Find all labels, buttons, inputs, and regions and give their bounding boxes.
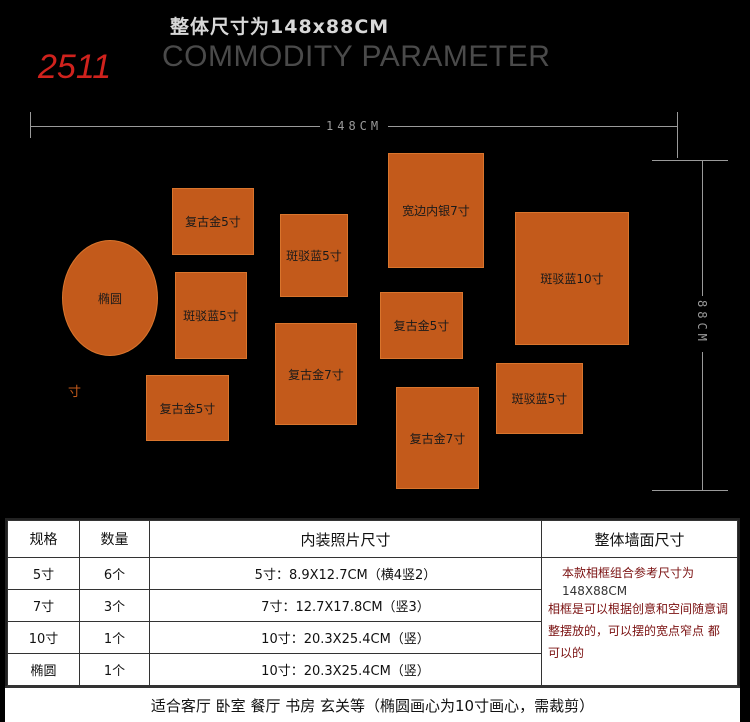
row-quantity: 3个 [79, 589, 150, 622]
height-dimension-text: 88CM [695, 300, 709, 345]
row-quantity: 6个 [79, 557, 150, 590]
height-dimension-label: 88CM [690, 296, 714, 352]
header-wall-size: 整体墙面尺寸 [541, 520, 738, 558]
frame-vintage-gold-5-b: 复古金5寸 [380, 292, 463, 359]
frame-vintage-gold-5-c: 复古金5寸 [146, 375, 229, 441]
width-dimension-tick-right [677, 112, 678, 158]
row-size: 椭圆 [7, 653, 80, 686]
height-dimension-tick-top [652, 160, 728, 161]
commodity-parameter-heading: COMMODITY PARAMETER [162, 40, 551, 73]
frame-vintage-gold-5-a: 复古金5寸 [172, 188, 254, 255]
table-row: 椭圆 1个 10寸：20.3X25.4CM（竖） [7, 653, 738, 686]
row-photo-size: 5寸：8.9X12.7CM（横4竖2） [149, 557, 542, 590]
frame-mottled-blue-10: 斑驳蓝10寸 [515, 212, 629, 345]
width-dimension-tick-left [30, 112, 31, 138]
wall-size-note: 本款相框组合参考尺寸为 148X88CM 相框是可以根据创意和空间随意调整摆放的… [541, 557, 738, 686]
frame-vintage-gold-7-a: 复古金7寸 [275, 323, 357, 425]
row-photo-size: 10寸：20.3X25.4CM（竖） [149, 621, 542, 654]
frame-mottled-blue-5-b: 斑驳蓝5寸 [175, 272, 247, 359]
note-line-2: 148X88CM [562, 584, 628, 598]
frame-mottled-blue-5-c: 斑驳蓝5寸 [496, 363, 583, 434]
model-number: 2511 [38, 48, 112, 86]
row-size: 5寸 [7, 557, 80, 590]
frame-wide-silver-7: 宽边内银7寸 [388, 153, 484, 268]
header-photo-size: 内装照片尺寸 [149, 520, 542, 558]
row-quantity: 1个 [79, 653, 150, 686]
height-dimension-tick-bottom [652, 490, 728, 491]
table-row: 5寸 6个 5寸：8.9X12.7CM（横4竖2） 本款相框组合参考尺寸为 14… [7, 557, 738, 686]
header-spec: 规格 [7, 520, 80, 558]
width-dimension-label: 148CM [320, 119, 389, 133]
row-photo-size: 7寸：12.7X17.8CM（竖3） [149, 589, 542, 622]
row-size: 7寸 [7, 589, 80, 622]
frame-vintage-gold-7-b: 复古金7寸 [396, 387, 479, 489]
row-size: 10寸 [7, 621, 80, 654]
overall-size-title: 整体尺寸为148x88CM [170, 16, 390, 38]
usage-footer: 适合客厅 卧室 餐厅 书房 玄关等（椭圆画心为10寸画心，需裁剪） [5, 686, 740, 722]
frame-mottled-blue-5-a: 斑驳蓝5寸 [280, 214, 348, 297]
spec-table: 规格 数量 内装照片尺寸 整体墙面尺寸 5寸 6个 5寸：8.9X12.7CM（… [7, 520, 738, 686]
frame-oval: 椭圆 [62, 240, 158, 356]
row-photo-size: 10寸：20.3X25.4CM（竖） [149, 653, 542, 686]
header-quantity: 数量 [79, 520, 150, 558]
note-line-3: 相框是可以根据创意和空间随意调整摆放的，可以摆的宽点窄点 都可以的 [548, 602, 729, 660]
note-line-1: 本款相框组合参考尺寸为 [562, 566, 695, 580]
stray-size-label: 寸 [68, 385, 82, 400]
spec-table-header-row: 规格 数量 内装照片尺寸 整体墙面尺寸 [7, 520, 738, 558]
row-quantity: 1个 [79, 621, 150, 654]
table-row: 10寸 1个 10寸：20.3X25.4CM（竖） [7, 621, 738, 654]
spec-table-panel: 规格 数量 内装照片尺寸 整体墙面尺寸 5寸 6个 5寸：8.9X12.7CM（… [5, 518, 740, 718]
